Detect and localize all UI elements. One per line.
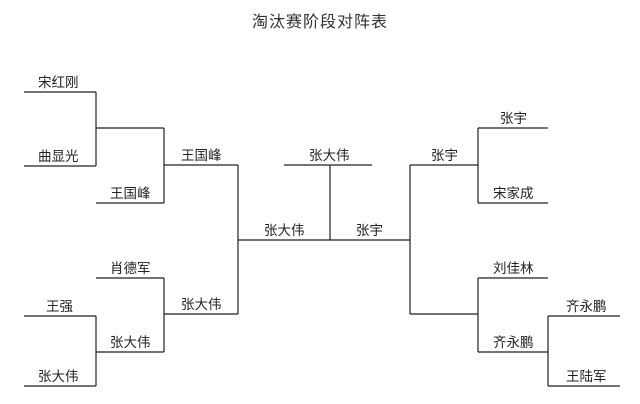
player-name: 张宇 bbox=[431, 148, 458, 164]
player-name: 张大伟 bbox=[181, 297, 222, 313]
player-name: 张大伟 bbox=[264, 223, 305, 239]
player-name: 曲显光 bbox=[38, 149, 79, 165]
player-name: 王陆军 bbox=[566, 369, 607, 385]
player-name: 肖德军 bbox=[110, 261, 151, 277]
player-name: 张宇 bbox=[500, 111, 527, 127]
player-name: 张大伟 bbox=[110, 335, 151, 351]
player-name: 王国峰 bbox=[181, 148, 222, 164]
player-name: 宋红刚 bbox=[38, 75, 79, 91]
player-name: 王强 bbox=[46, 299, 73, 315]
player-name: 宋家成 bbox=[493, 186, 534, 202]
player-name: 刘佳林 bbox=[493, 261, 534, 277]
player-name: 张大伟 bbox=[38, 369, 79, 385]
champion-name: 张大伟 bbox=[309, 148, 350, 164]
player-name: 张宇 bbox=[356, 223, 383, 239]
page-title: 淘汰赛阶段对阵表 bbox=[251, 12, 388, 31]
player-name: 齐永鹏 bbox=[566, 299, 607, 315]
player-name: 王国峰 bbox=[110, 186, 151, 202]
player-name: 齐永鹏 bbox=[493, 335, 534, 351]
